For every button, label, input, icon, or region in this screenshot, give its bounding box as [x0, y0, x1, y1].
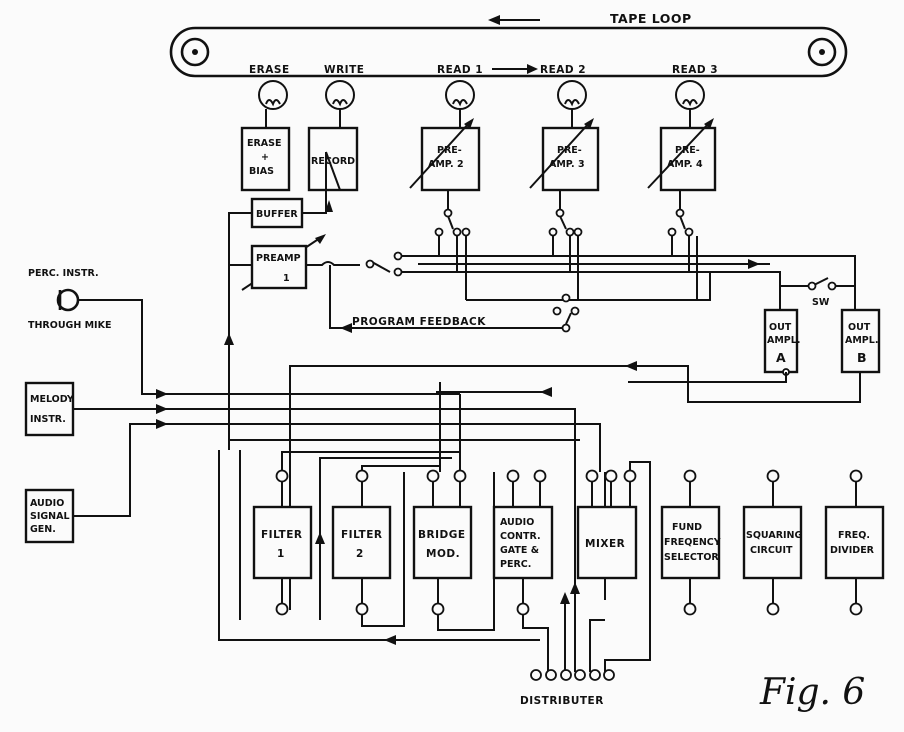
signal-bus: [218, 382, 601, 645]
head-write-label: WRITE: [324, 64, 364, 76]
perc-instr-label: PERC. INSTR.: [28, 268, 99, 279]
module-terminals: [275, 469, 863, 616]
filter1-line2: 1: [277, 548, 285, 560]
audio-contr-line1: AUDIO: [500, 517, 534, 528]
erase-line1: ERASE: [247, 138, 282, 149]
squaring-line2: CIRCUIT: [750, 545, 793, 556]
out-a-line3: A: [776, 350, 786, 365]
bridge-line2: MOD.: [426, 548, 460, 560]
fund-line1: FUND: [672, 522, 702, 533]
out-a-line1: OUT: [769, 322, 792, 333]
freq-divider-box: [824, 505, 885, 580]
filter2-line1: FILTER: [341, 529, 382, 541]
preamp2-line1: PRE-: [437, 145, 462, 156]
bridge-mod-box: [412, 505, 473, 580]
preamp3-line2: AMP. 3: [549, 159, 585, 170]
bridge-line1: BRIDGE: [418, 529, 466, 541]
filter1-box: [252, 505, 313, 580]
filter1-line1: FILTER: [261, 529, 302, 541]
figure-caption: Fig. 6: [759, 672, 865, 713]
record-label: RECORD: [311, 156, 355, 167]
out-b-line1: OUT: [848, 322, 871, 333]
audio-contr-box: [492, 505, 554, 580]
head-read2-label: READ 2: [540, 64, 586, 76]
mixer-label: MIXER: [585, 538, 625, 550]
out-ampl-a-box: [763, 308, 799, 374]
switching-bus: [306, 251, 856, 310]
preamp4-line1: PRE-: [675, 145, 700, 156]
melody-line2: INSTR.: [30, 414, 66, 425]
squaring-line1: SQUARING: [746, 530, 802, 541]
out-b-line2: AMPL.: [845, 335, 878, 346]
through-mike-label: THROUGH MIKE: [28, 320, 111, 331]
microphone-icon: [56, 288, 80, 312]
audio-line2: SIGNAL: [30, 511, 70, 522]
preamp3-line1: PRE-: [557, 145, 582, 156]
audio-contr-line2: CONTR.: [500, 531, 541, 542]
sw-label: SW: [812, 297, 830, 308]
audio-line3: GEN.: [30, 524, 56, 535]
out-a-line2: AMPL.: [767, 335, 800, 346]
preamp1-line1: PREAMP: [256, 253, 301, 264]
program-feedback-label: PROGRAM FEEDBACK: [352, 316, 486, 328]
audio-line1: AUDIO: [30, 498, 64, 509]
record-box: [307, 126, 359, 192]
fund-line2: FREQENCY: [664, 537, 721, 548]
read-switches: [434, 190, 711, 301]
divider-line1: FREQ.: [838, 530, 870, 541]
head-read3-label: READ 3: [672, 64, 718, 76]
mixer-box: [576, 505, 638, 580]
squaring-circuit-box: [742, 505, 803, 580]
divider-line2: DIVIDER: [830, 545, 875, 556]
filter2-line2: 2: [356, 548, 364, 560]
audio-contr-line4: PERC.: [500, 559, 531, 570]
fund-freq-selector-box: [660, 505, 721, 580]
preamp1-line2: 1: [283, 273, 290, 284]
audio-contr-line3: GATE &: [500, 545, 539, 556]
buffer-label: BUFFER: [256, 209, 298, 220]
preamp2-line2: AMP. 2: [428, 159, 464, 170]
preamp1-box: [250, 244, 308, 290]
audio-signal-gen-box: [24, 488, 75, 544]
melody-instr-box: [24, 381, 75, 437]
out-b-line3: B: [857, 350, 867, 365]
distributer-label: DISTRIBUTER: [520, 695, 604, 707]
preamp2-box: [420, 126, 481, 192]
distributer-terminals: [522, 582, 651, 681]
preamp3-box: [541, 126, 600, 192]
tape-loop: TAPE LOOP: [169, 11, 848, 78]
tape-loop-title: TAPE LOOP: [610, 11, 692, 26]
erase-line3: BIAS: [249, 166, 274, 177]
erase-line2: +: [261, 152, 269, 163]
tape-heads: [258, 80, 705, 110]
preamp4-line2: AMP. 4: [667, 159, 703, 170]
erase-bias-box: [240, 126, 291, 192]
program-feedback-switch: [329, 265, 580, 333]
head-read1-label: READ 1: [437, 64, 483, 76]
out-ampl-b-box: [840, 308, 881, 374]
melody-line1: MELODY: [30, 394, 74, 405]
fund-line3: SELECTOR: [664, 552, 719, 563]
preamp4-box: [659, 126, 717, 192]
head-erase-label: ERASE: [249, 64, 290, 76]
filter2-box: [331, 505, 392, 580]
